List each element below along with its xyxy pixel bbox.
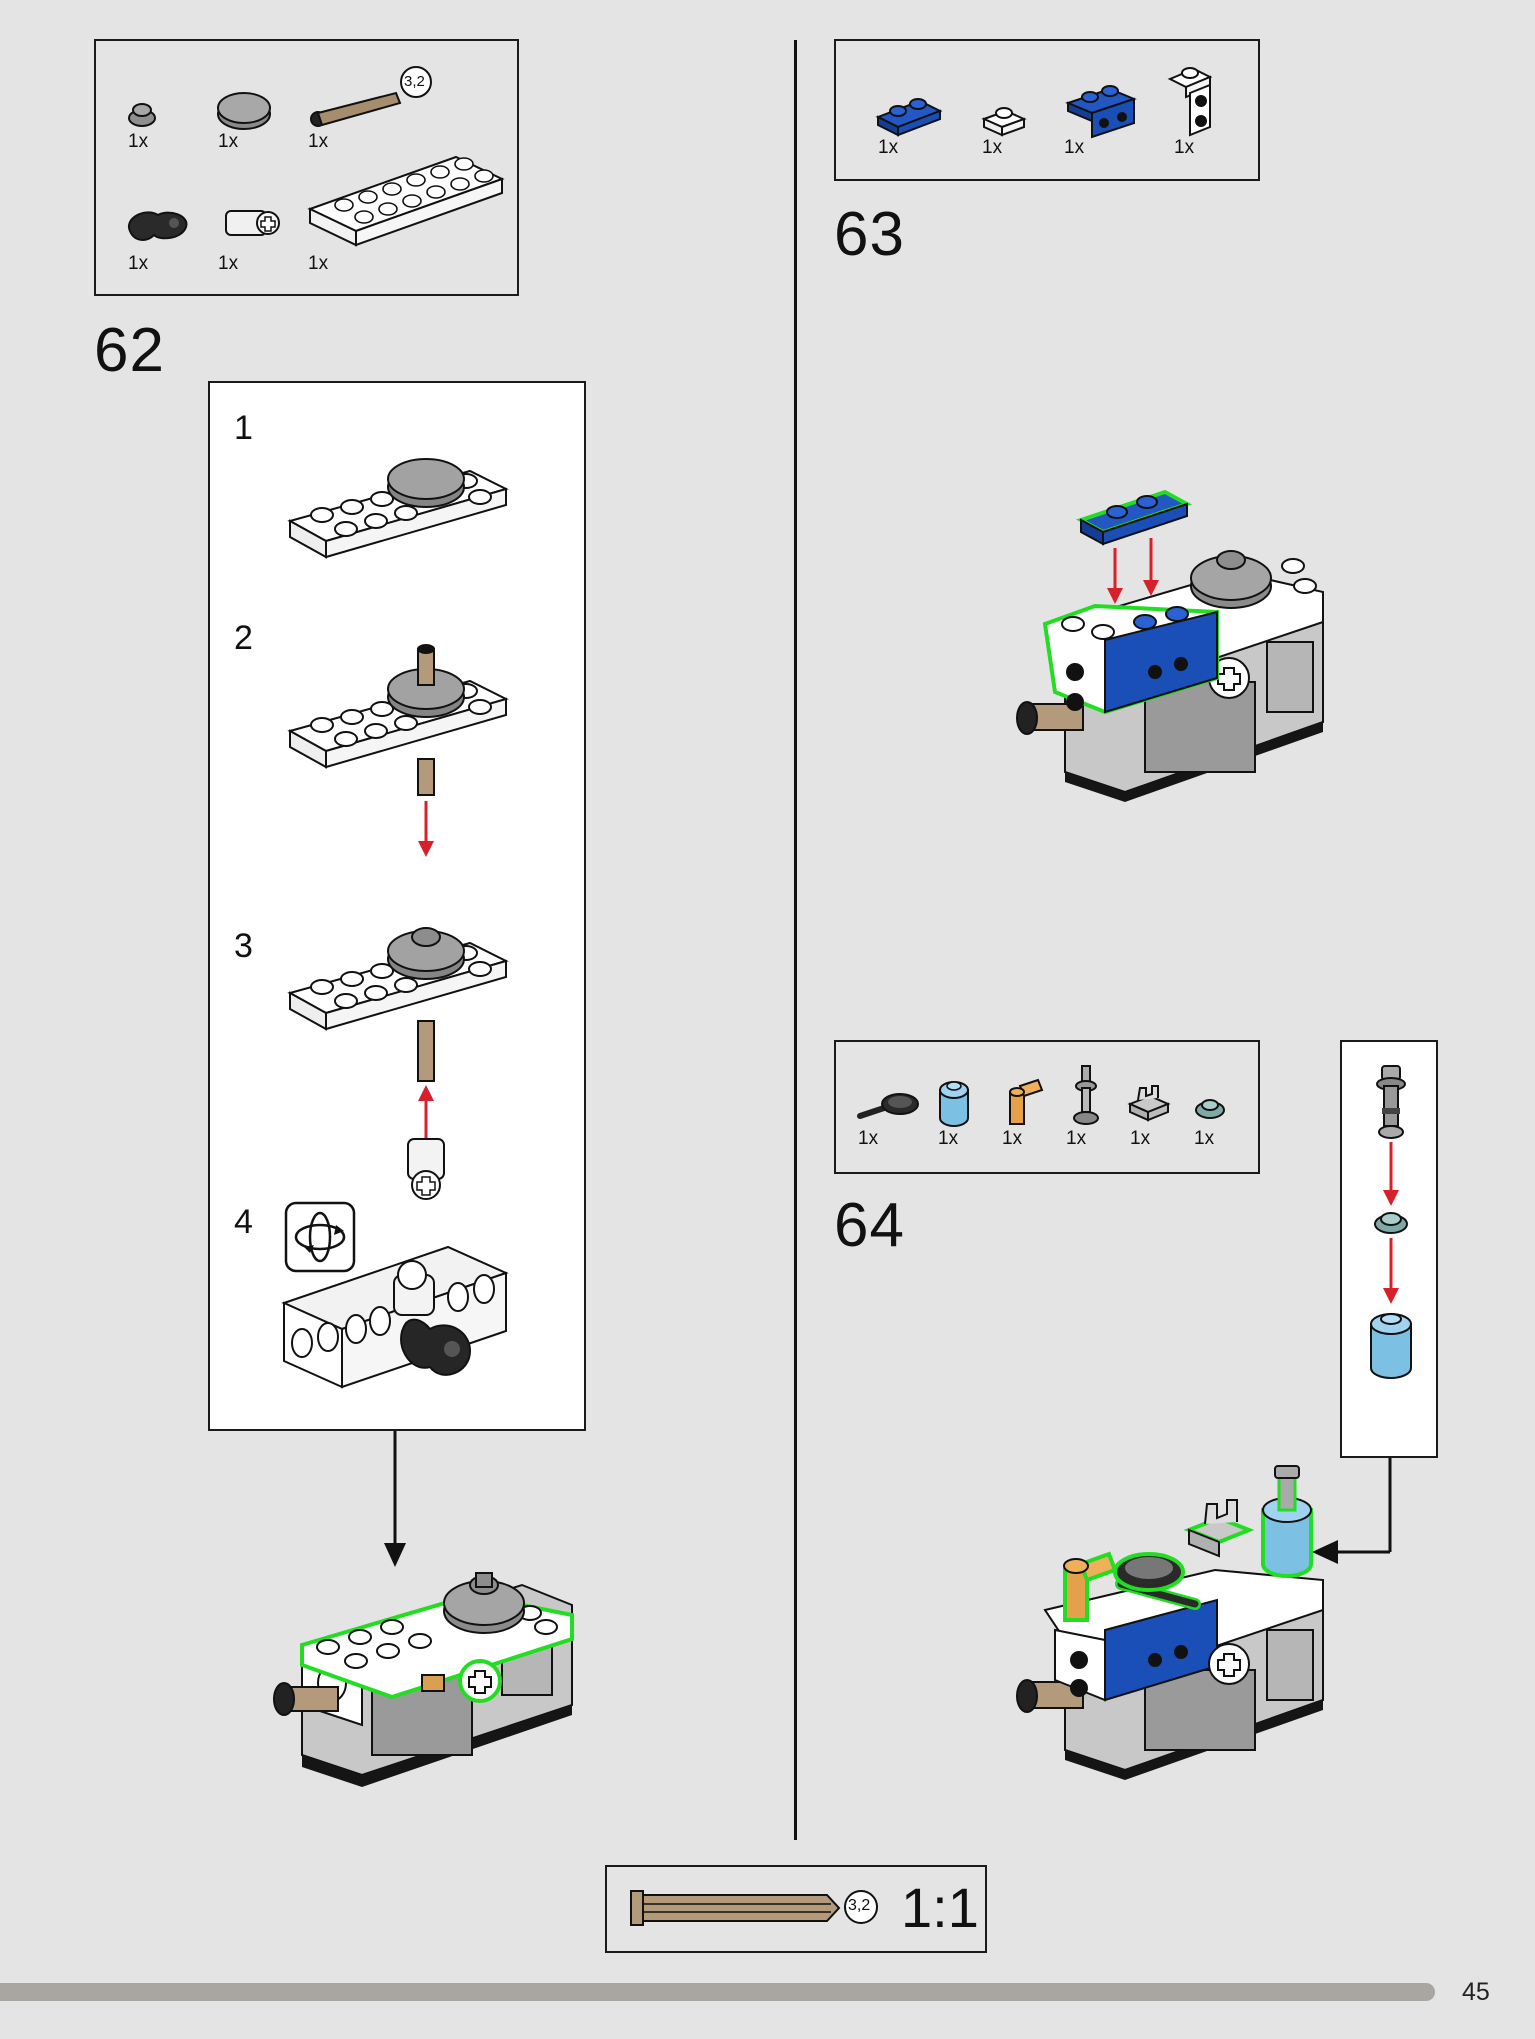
page-number: 45 [1462, 1978, 1490, 2006]
qty-label: 1x [308, 131, 329, 152]
qty-label: 1x [308, 253, 329, 274]
callout-arrow-icon [384, 1431, 406, 1567]
length-callout-icon [844, 1890, 878, 1924]
step-number: 62 [94, 316, 165, 385]
scale-callout-label: 3,2 [848, 1897, 871, 1914]
substep-number: 4 [234, 1203, 253, 1241]
plate-1x1-white-icon [981, 107, 1027, 137]
plate-1x2-blue-icon [875, 98, 943, 137]
axle-callout-label: 3,2 [404, 73, 425, 90]
bracket-white-icon [1167, 67, 1213, 137]
step62-subassembly-panel: 1 2 3 [208, 381, 586, 1431]
substep-number: 1 [234, 409, 253, 447]
bracket-blue-icon [1065, 85, 1137, 139]
scale-ratio-label: 1:1 [901, 1876, 979, 1939]
axle-scale-icon [630, 1890, 841, 1926]
qty-label: 1x [938, 1128, 959, 1149]
bar-holder-icon [1073, 1065, 1099, 1125]
qty-label: 1x [1066, 1128, 1087, 1149]
round-plate-trans-icon [1195, 1099, 1225, 1119]
qty-label: 1x [128, 131, 149, 152]
step64-parts-box: 1x 1x 1x 1x 1x 1x [834, 1040, 1260, 1174]
substep-number: 3 [234, 927, 253, 965]
qty-label: 1x [982, 137, 1003, 158]
qty-label: 1x [1002, 1128, 1023, 1149]
step-number: 63 [834, 200, 905, 269]
clip-plate-icon [1127, 1085, 1171, 1122]
column-divider [794, 40, 797, 1840]
qty-label: 1x [128, 253, 149, 274]
round-plate-1x1-icon [128, 103, 156, 127]
page-progress-bar [0, 1983, 1435, 2001]
qty-label: 1x [218, 253, 239, 274]
callout-arrow-icon [1312, 1458, 1392, 1564]
substep3-axle-connector-illustration [287, 927, 509, 1200]
qty-label: 1x [1064, 137, 1085, 158]
round-brick-light-blue-icon [939, 1081, 969, 1127]
faucet-stack-illustration [1370, 1065, 1412, 1379]
liftarm-1x2-icon [127, 211, 188, 241]
step64-assembled-model-illustration [1016, 1465, 1324, 1780]
step64-subassembly-panel [1340, 1040, 1438, 1458]
qty-label: 1x [1174, 137, 1195, 158]
scale-reference-box: 3,2 1:1 [605, 1865, 987, 1953]
qty-label: 1x [1194, 1128, 1215, 1149]
step62-parts-box: 1x 1x 3,2 1x 1x 1x 1x [94, 39, 519, 296]
substep2-plate-with-axle-illustration [287, 644, 509, 857]
faucet-orange-icon [1009, 1078, 1044, 1125]
axle-length-3-2-icon [310, 91, 402, 127]
qty-label: 1x [218, 131, 239, 152]
plate-2x6-icon [307, 155, 505, 247]
rotate-model-icon [284, 1201, 356, 1273]
length-callout-icon [400, 66, 432, 98]
qty-label: 1x [1130, 1128, 1151, 1149]
frying-pan-icon [857, 1093, 919, 1119]
step62-assembled-model-illustration [273, 1572, 574, 1787]
substep1-plate-illustration [287, 458, 509, 559]
round-tile-2x2-icon [217, 92, 271, 130]
axle-connector-icon [225, 210, 280, 236]
substep4-plate-with-liftarm-illustration [281, 1245, 509, 1389]
step-number: 64 [834, 1191, 905, 1260]
step63-parts-box: 1x 1x 1x 1x [834, 39, 1260, 181]
qty-label: 1x [858, 1128, 879, 1149]
substep-number: 2 [234, 619, 253, 657]
qty-label: 1x [878, 137, 899, 158]
step63-assembled-model-illustration [1016, 489, 1324, 802]
